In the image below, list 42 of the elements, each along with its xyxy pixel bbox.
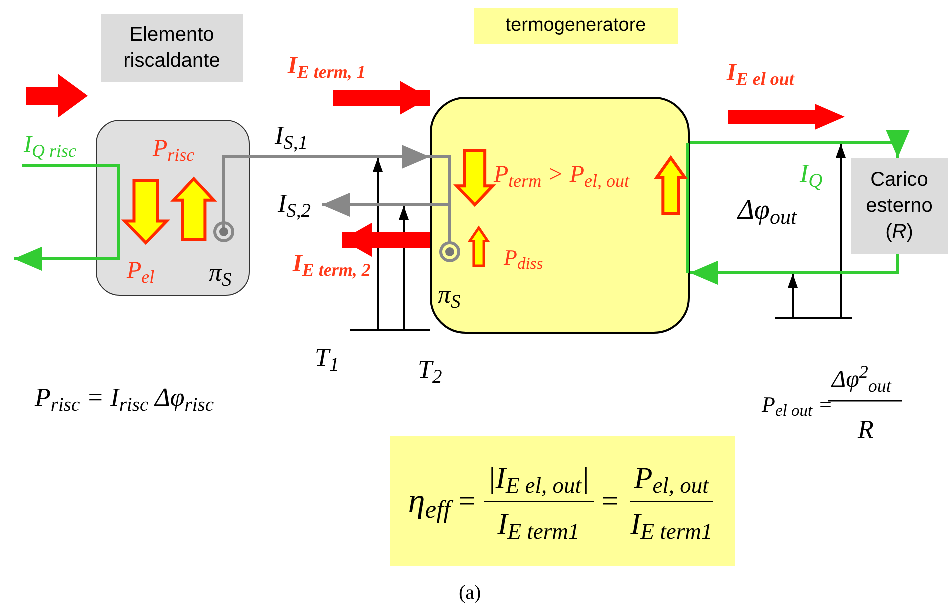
connector-arrow: [250, 145, 430, 169]
edge-label: I$_{S,1}$: [275, 120, 308, 155]
math-label: T$_{1}$: [315, 342, 340, 377]
box-label: termogeneratore: [506, 14, 646, 38]
math-label: P$_{el}$: [127, 257, 155, 288]
numerator: |I$_{E el, out}$|: [484, 456, 594, 502]
math-label: π$_{S}$: [209, 257, 232, 292]
title-box: [474, 8, 678, 44]
box-label: Elemento riscaldante: [122, 23, 222, 74]
denominator: I$_{E term1}$: [630, 506, 714, 546]
flow-arrow: [333, 81, 430, 115]
formula-symbol: η$_{eff}$: [408, 476, 451, 526]
edge-label: I$_{E term, 2}$: [293, 250, 371, 282]
math-label: π$_{S}$: [438, 279, 461, 314]
equals-sign: =: [602, 484, 619, 520]
connector-arrow: [322, 193, 430, 217]
denominator: I$_{E term1}$: [496, 506, 581, 546]
caption: (a): [459, 581, 482, 606]
edge-label: I$_{E term, 1}$: [288, 52, 366, 84]
connector-arrow: [690, 130, 910, 158]
numerator: P$_{el, out}$: [630, 456, 713, 502]
edge-label: I$_{Q}$: [800, 158, 823, 193]
connector-arrow: [690, 254, 900, 285]
edge-label: I$_{Q risc}$: [24, 131, 76, 162]
math-label: P$_{risc}$ = I$_{risc}$ Δφ$_{risc}$: [35, 382, 214, 417]
math-label: Δφ$_{out}$: [738, 194, 797, 232]
load-box: [851, 158, 948, 254]
math-label: T$_{2}$: [418, 354, 442, 389]
math-label: P$_{term}$ > P$_{el, out}$: [494, 161, 630, 192]
edge-label: I$_{S,2}$: [278, 188, 312, 223]
formula-box: [390, 436, 735, 566]
generator-box: [430, 97, 690, 334]
equals-sign: =: [458, 484, 476, 520]
math-label: R: [858, 414, 874, 446]
flow-arrow: [342, 223, 430, 257]
math-label: P$_{diss}$: [504, 244, 544, 274]
title-box: [101, 14, 243, 82]
math-label: P$_{risc}$: [153, 135, 195, 166]
box-label: Carico esterno (R): [865, 168, 934, 245]
math-label: P$_{el out}$ =: [762, 392, 833, 421]
connector-arrow: [14, 247, 96, 271]
math-label: I$_{E el out}$: [727, 59, 794, 90]
